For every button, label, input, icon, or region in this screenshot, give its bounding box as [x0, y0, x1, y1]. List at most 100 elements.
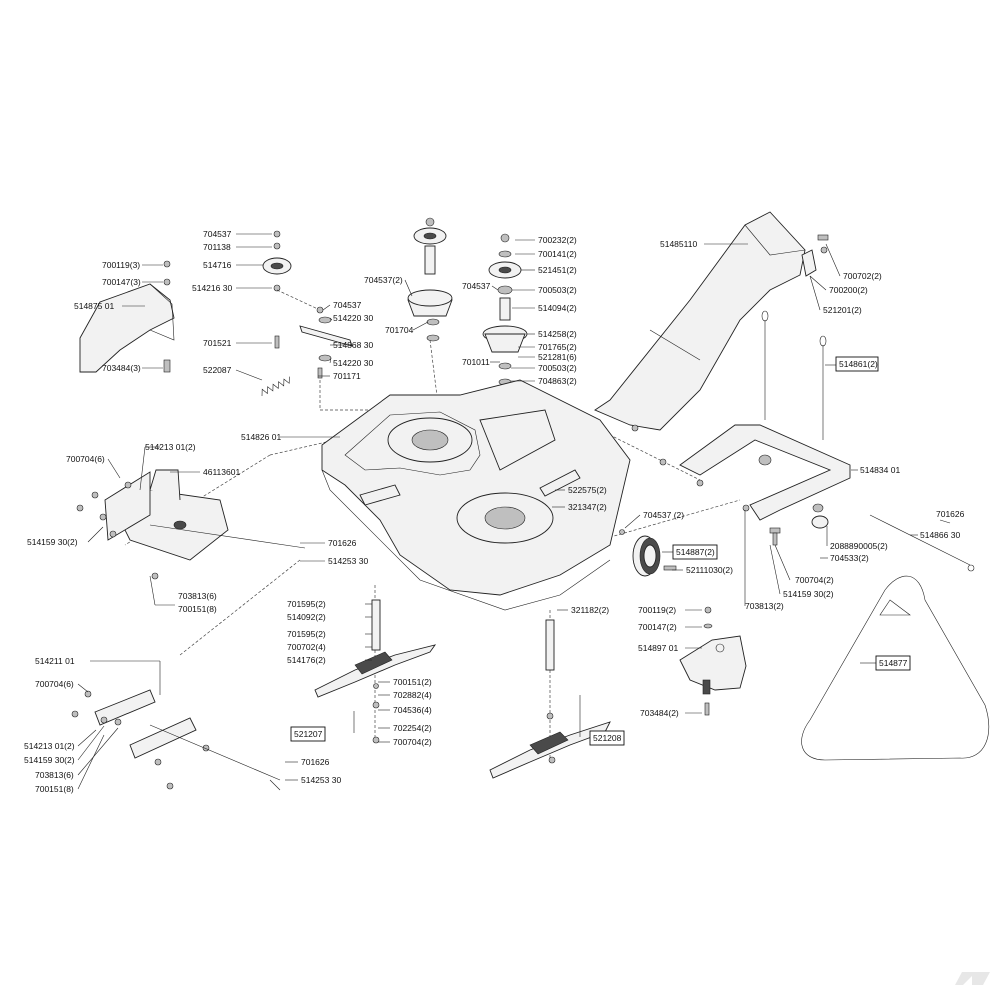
part-label: 702254(2)	[393, 723, 432, 733]
part-label: 704536(4)	[393, 705, 432, 715]
part-label: 700704(6)	[35, 679, 74, 689]
part-label: 521451(2)	[538, 265, 577, 275]
part-label: 701011	[462, 357, 490, 367]
leader-lines	[77, 233, 951, 790]
part-label: 514176(2)	[287, 655, 326, 665]
part-label: 321347(2)	[568, 502, 607, 512]
part-label: 521201(2)	[823, 305, 862, 315]
part-label: 514213 01(2)	[24, 741, 75, 751]
right-spindle	[482, 233, 528, 386]
part-label: 514258(2)	[538, 329, 577, 339]
part-label: 514216 30	[192, 283, 232, 293]
part-label: 704863(2)	[538, 376, 577, 386]
part-label: 521207	[294, 729, 323, 739]
part-label: 701626	[301, 757, 330, 767]
part-label: 52111030(2)	[686, 565, 733, 575]
frame-hardware	[769, 503, 975, 572]
deck-frame	[659, 424, 851, 521]
part-label: 514094(2)	[538, 303, 577, 313]
part-label: 514253 30	[301, 775, 341, 785]
part-label: 514716	[203, 260, 232, 270]
part-label: 514875 01	[74, 301, 114, 311]
part-label: 700232(2)	[538, 235, 577, 245]
part-label: 703484(3)	[102, 363, 141, 373]
part-label: 700503(2)	[538, 363, 577, 373]
part-label: 514253 30	[328, 556, 368, 566]
part-label: 514092(2)	[287, 612, 326, 622]
part-labels: 700119(3) 700147(3) 514875 01 703484(3) …	[24, 229, 965, 794]
drive-belt	[801, 575, 990, 761]
part-label: 701626	[328, 538, 357, 548]
part-label: 514861(2)	[839, 359, 878, 369]
pivot-rod	[761, 310, 827, 440]
part-label: 704537(2)	[364, 275, 403, 285]
part-label: 522575(2)	[568, 485, 607, 495]
front-bracket-lower	[71, 689, 281, 791]
belt-cover-right	[679, 606, 747, 716]
part-label: 700702(4)	[287, 642, 326, 652]
part-label: 514220 30	[333, 313, 373, 323]
part-label: 521281(6)	[538, 352, 577, 362]
part-label: 700702(2)	[843, 271, 882, 281]
part-label: 701626	[936, 509, 965, 519]
part-label: 700704(6)	[66, 454, 105, 464]
part-label: 2088890005(2)	[830, 541, 888, 551]
mower-deck	[321, 379, 631, 611]
part-label: 514877	[879, 658, 908, 668]
discharge-chute	[594, 211, 806, 432]
blade-left-assembly	[314, 599, 437, 744]
part-label: 514868 30	[333, 340, 373, 350]
part-label: 522087	[203, 365, 232, 375]
part-label: 51485110	[660, 239, 697, 249]
blade-right-assembly	[489, 619, 611, 779]
idler-arm	[274, 306, 353, 379]
part-label: 700141(2)	[538, 249, 577, 259]
part-label: 701595(2)	[287, 629, 326, 639]
part-label: 514213 01(2)	[145, 442, 196, 452]
part-label: 703813(6)	[35, 770, 74, 780]
part-label: 514211 01	[35, 656, 75, 666]
part-label: 514887(2)	[676, 547, 715, 557]
center-spindle	[407, 217, 453, 342]
part-label: 702882(4)	[393, 690, 432, 700]
part-label: 701138	[203, 242, 231, 252]
part-label: 703484(2)	[640, 708, 679, 718]
part-label: 703813(2)	[745, 601, 784, 611]
part-label: 700704(2)	[393, 737, 432, 747]
part-label: 700151(8)	[35, 784, 74, 794]
part-label: 514159 30(2)	[27, 537, 78, 547]
part-label: 701521	[203, 338, 232, 348]
part-label: 704537 (2)	[643, 510, 684, 520]
part-label: 701765(2)	[538, 342, 577, 352]
part-label: 700151(8)	[178, 604, 217, 614]
front-bracket-upper	[76, 469, 306, 580]
brand-logo-watermark	[955, 972, 990, 985]
tension-spring	[261, 376, 290, 397]
part-label: 700704(2)	[795, 575, 834, 585]
part-label: 514220 30	[333, 358, 373, 368]
part-label: 704537	[333, 300, 362, 310]
boxed-label-frames	[290, 356, 911, 746]
part-label: 46113601	[203, 467, 240, 477]
part-label: 514159 30(2)	[24, 755, 75, 765]
part-label: 514834 01	[860, 465, 900, 475]
part-label: 321182(2)	[571, 605, 609, 615]
part-label: 703813(6)	[178, 591, 217, 601]
idler-pulley-group	[262, 230, 321, 311]
part-label: 700151(2)	[393, 677, 432, 687]
part-label: 701171	[333, 371, 361, 381]
part-label: 700119(3)	[102, 260, 140, 270]
part-label: 700200(2)	[829, 285, 868, 295]
part-label: 700119(2)	[638, 605, 676, 615]
part-label: 704537	[462, 281, 491, 291]
part-label: 700147(2)	[638, 622, 677, 632]
part-label: 701704	[385, 325, 414, 335]
part-label: 704537	[203, 229, 232, 239]
part-label: 514826 01	[241, 432, 281, 442]
belt-cover-left	[79, 260, 175, 373]
part-label: 514159 30(2)	[783, 589, 834, 599]
part-label: 704533(2)	[830, 553, 869, 563]
part-label: 700503(2)	[538, 285, 577, 295]
part-label: 514897 01	[638, 643, 678, 653]
